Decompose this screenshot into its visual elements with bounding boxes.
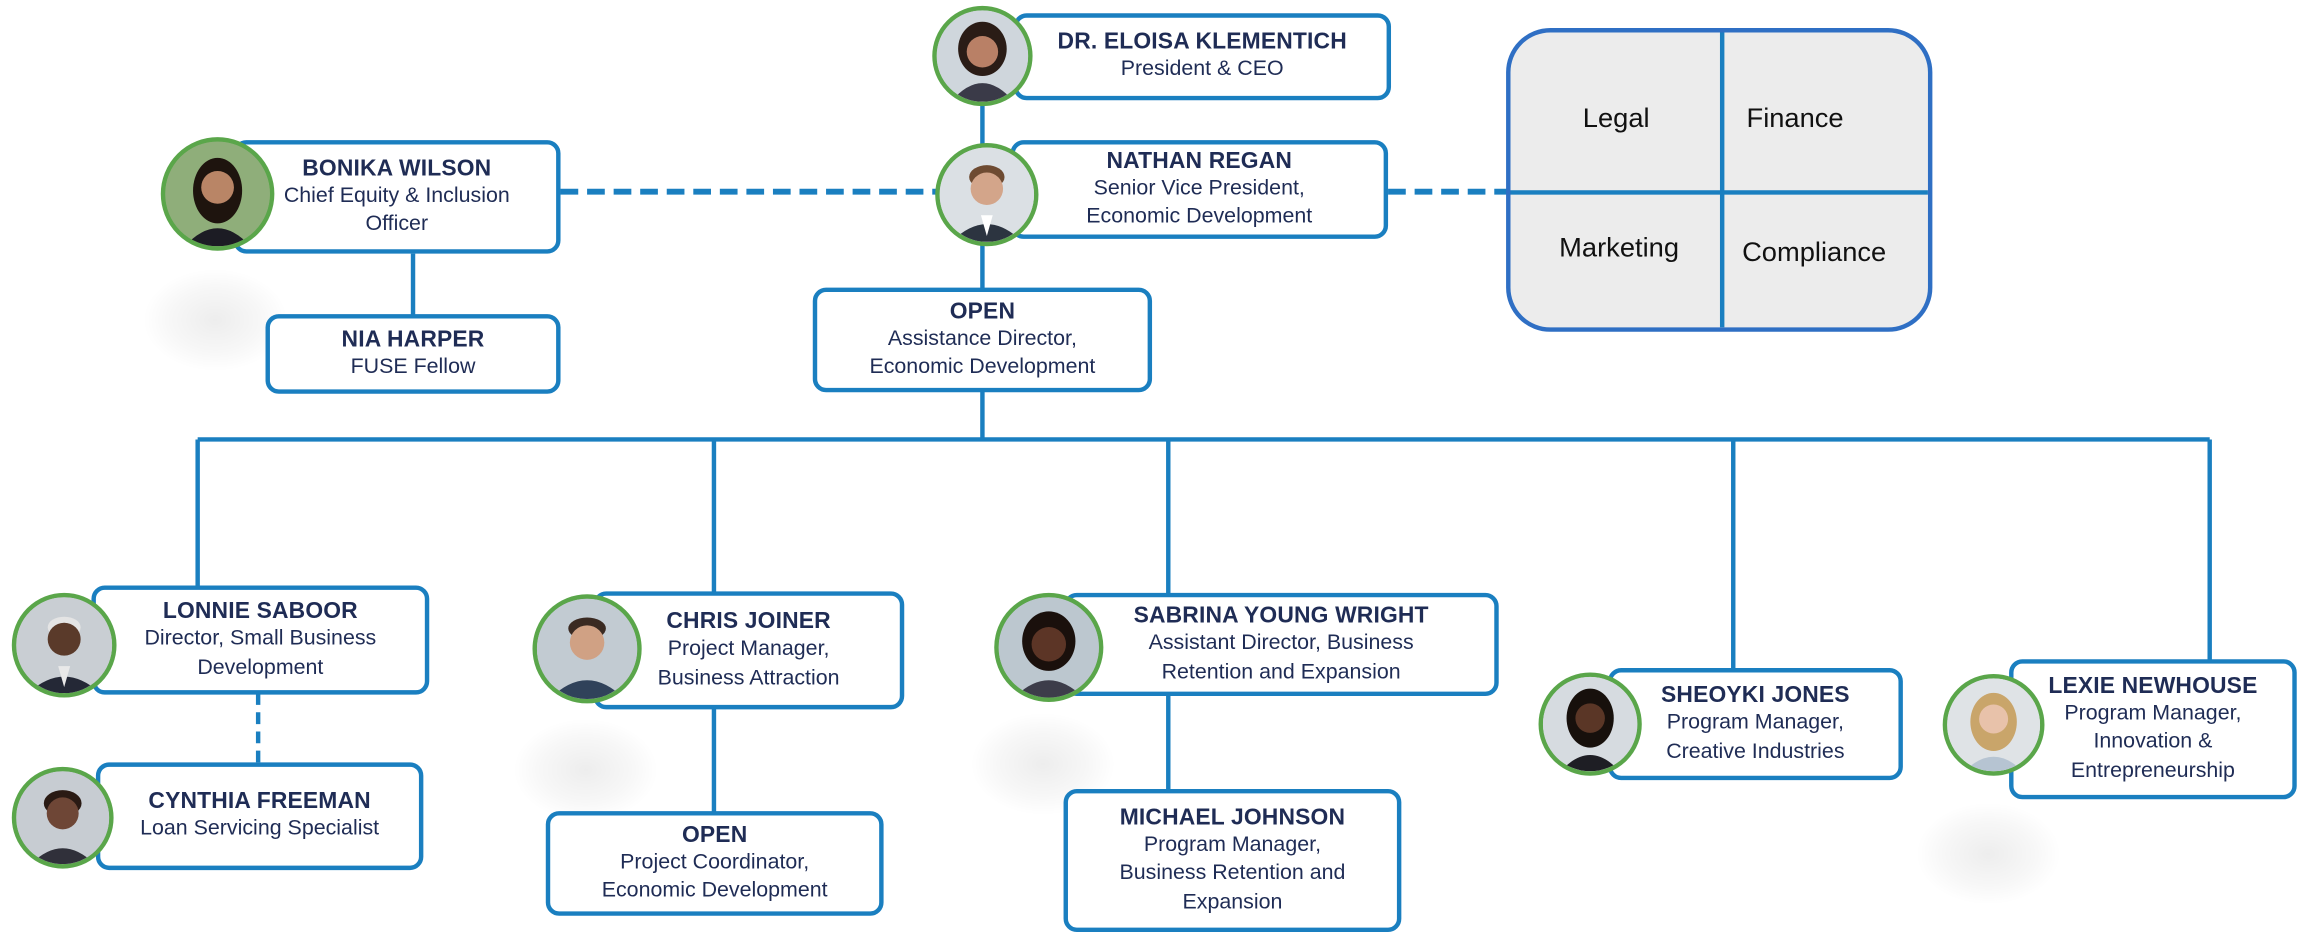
node-loan-servicing: CYNTHIA FREEMAN Loan Servicing Specialis…: [95, 762, 424, 871]
person-title: Economic Development: [601, 878, 828, 903]
person-title: Development: [197, 655, 324, 680]
avatar-lonnie-saboor: [11, 592, 117, 698]
avatar-lexie-newhouse: [1942, 673, 2045, 776]
person-name: LONNIE SABOOR: [162, 598, 358, 624]
shadow: [1917, 803, 2060, 904]
node-creative-industries: SHEOYKI JONES Program Manager, Creative …: [1607, 668, 1903, 781]
node-fuse-fellow: NIA HARPER FUSE Fellow: [265, 314, 561, 394]
person-title: Assistance Director,: [887, 326, 1077, 351]
person-title: Program Manager,: [2064, 701, 2242, 726]
avatar-nathan-regan: [935, 143, 1039, 247]
node-retention-program-manager: MICHAEL JOHNSON Program Manager, Busines…: [1063, 788, 1402, 932]
person-title: Director, Small Business: [144, 626, 377, 651]
person-title: Retention and Expansion: [1161, 659, 1401, 684]
avatar-chris-joiner: [532, 594, 642, 704]
node-assistant-director: OPEN Assistance Director, Economic Devel…: [812, 287, 1153, 393]
person-name: DR. ELOISA KLEMENTICH: [1057, 29, 1347, 55]
person-title: Officer: [365, 212, 429, 236]
person-title: Innovation &: [2093, 730, 2213, 754]
person-name: CYNTHIA FREEMAN: [148, 789, 371, 815]
person-title: Economic Development: [869, 355, 1096, 379]
avatar-sheoyki-jones: [1538, 672, 1642, 776]
person-title: Assistant Director, Business: [1148, 631, 1414, 655]
person-name: OPEN: [681, 822, 748, 848]
person-name: CHRIS JOINER: [666, 609, 831, 635]
support-marketing: Marketing: [1559, 231, 1680, 263]
person-title: Business Retention and: [1119, 861, 1346, 886]
person-title: Program Manager,: [1143, 832, 1322, 857]
support-services-block: Legal Finance Marketing Compliance: [1506, 28, 1933, 332]
person-name: SABRINA YOUNG WRIGHT: [1133, 603, 1429, 629]
person-title: Project Coordinator,: [620, 850, 810, 874]
node-business-attraction: CHRIS JOINER Project Manager, Business A…: [592, 591, 905, 710]
person-name: BONIKA WILSON: [302, 155, 492, 181]
person-title: Expansion: [1182, 890, 1283, 914]
person-title: Entrepreneurship: [2070, 759, 2235, 783]
person-title: Senior Vice President,: [1093, 176, 1305, 200]
person-name: NATHAN REGAN: [1106, 148, 1293, 174]
shadow: [144, 269, 287, 371]
person-title: President & CEO: [1120, 57, 1284, 82]
node-innovation: LEXIE NEWHOUSE Program Manager, Innovati…: [2009, 659, 2297, 800]
node-business-retention: SABRINA YOUNG WRIGHT Assistant Director,…: [1063, 592, 1499, 697]
shadow: [514, 719, 657, 820]
node-svp: NATHAN REGAN Senior Vice President, Econ…: [1010, 140, 1389, 239]
avatar-cynthia-freeman: [11, 766, 114, 869]
person-title: Chief Equity & Inclusion: [283, 183, 510, 208]
person-title: Project Manager,: [667, 637, 830, 661]
person-name: NIA HARPER: [341, 327, 485, 353]
person-name: LEXIE NEWHOUSE: [2048, 673, 2258, 699]
avatar-eloisa-klementich: [932, 5, 1033, 107]
node-small-business: LONNIE SABOOR Director, Small Business D…: [91, 585, 430, 695]
support-divider-horizontal: [1510, 190, 1928, 195]
person-name: MICHAEL JOHNSON: [1119, 804, 1346, 830]
support-compliance: Compliance: [1742, 235, 1887, 267]
person-title: Economic Development: [1086, 204, 1313, 229]
person-title: Loan Servicing Specialist: [140, 817, 380, 841]
node-equity-officer: BONIKA WILSON Chief Equity & Inclusion O…: [233, 140, 561, 254]
avatar-bonika-wilson: [160, 137, 275, 251]
person-title: Program Manager,: [1666, 710, 1844, 735]
avatar-sabrina-young-wright: [994, 592, 1104, 702]
node-project-coordinator: OPEN Project Coordinator, Economic Devel…: [545, 811, 884, 916]
person-name: SHEOYKI JONES: [1661, 682, 1850, 708]
node-ceo: DR. ELOISA KLEMENTICH President & CEO: [1013, 13, 1392, 101]
person-title: FUSE Fellow: [350, 355, 476, 379]
person-title: Business Attraction: [657, 665, 840, 690]
support-divider-vertical: [1719, 32, 1725, 328]
person-name: OPEN: [949, 298, 1016, 324]
support-legal: Legal: [1582, 101, 1650, 133]
person-title: Creative Industries: [1666, 739, 1845, 764]
support-finance: Finance: [1746, 101, 1844, 133]
